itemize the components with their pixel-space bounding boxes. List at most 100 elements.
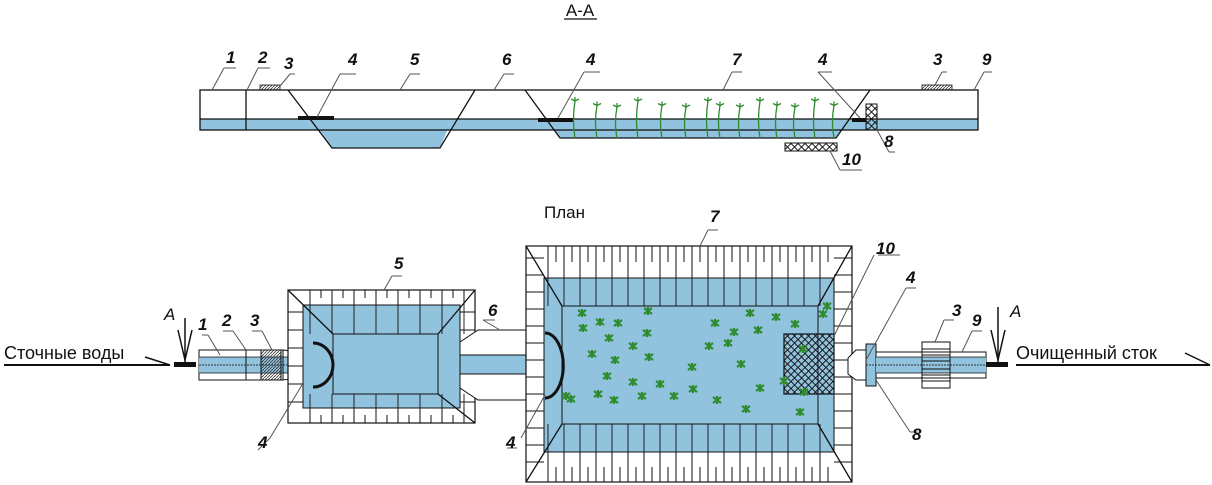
plan-label-2: 2 xyxy=(221,311,232,330)
filter-8 xyxy=(865,103,878,131)
plant-icon xyxy=(755,384,765,392)
plant-icon xyxy=(628,342,638,350)
outflow-label: Очищенный сток xyxy=(1016,343,1157,363)
plan-label-8: 8 xyxy=(912,425,922,444)
plant-leaves xyxy=(715,101,725,107)
plan-label-4c: 4 xyxy=(905,268,916,287)
item-3-right xyxy=(921,84,953,91)
sill-ring-4-b xyxy=(544,331,565,400)
label-4: 4 xyxy=(347,50,358,69)
section-mark-right xyxy=(986,362,1008,367)
plant-icon xyxy=(610,356,620,364)
inlet-item-3 xyxy=(260,349,282,381)
plant-leaves xyxy=(592,101,602,107)
plant-leaves xyxy=(829,101,839,107)
sill-4-b xyxy=(538,118,574,122)
plant-icon xyxy=(604,334,614,342)
plant-icon xyxy=(577,309,587,317)
sill-4-a xyxy=(298,116,334,120)
plan-label-10: 10 xyxy=(876,239,895,258)
plant-leaves xyxy=(772,101,782,107)
pond-7-water xyxy=(548,119,848,138)
plant-stem xyxy=(572,100,576,139)
plant-leaves xyxy=(755,97,765,102)
plan-label-9: 9 xyxy=(972,311,982,330)
pond-7-profile xyxy=(524,89,871,139)
section-plants xyxy=(570,97,839,139)
plant-icon xyxy=(561,392,571,400)
plant-leaves xyxy=(633,97,643,102)
filter-10 xyxy=(784,142,838,152)
plant-icon xyxy=(587,350,597,358)
plant-icon xyxy=(578,324,588,332)
plant-icon xyxy=(753,326,763,334)
plant-leaves xyxy=(810,97,820,102)
plant-leaves xyxy=(612,103,622,108)
plant-icon xyxy=(613,319,623,327)
plant-icon xyxy=(818,310,828,318)
plant-icon xyxy=(704,342,714,350)
label-3: 3 xyxy=(284,54,294,73)
plant-leaves xyxy=(681,103,691,108)
label-10: 10 xyxy=(842,150,861,169)
label-4b: 4 xyxy=(585,50,596,69)
label-1: 1 xyxy=(226,48,235,67)
plant-icon xyxy=(795,408,805,416)
plant-icon xyxy=(771,313,781,321)
plant-leaves xyxy=(735,103,745,108)
label-5: 5 xyxy=(410,50,420,69)
plan-title: План xyxy=(544,203,585,222)
outflow-tick xyxy=(1184,352,1211,366)
label-2: 2 xyxy=(257,48,268,67)
plant-stem xyxy=(831,105,835,139)
plant-icon xyxy=(644,353,654,361)
label-7: 7 xyxy=(732,50,743,69)
plant-stem xyxy=(594,105,598,139)
plant-stem xyxy=(705,100,709,139)
arrow-right-head-icon xyxy=(990,329,1006,361)
plant-icon xyxy=(628,378,638,386)
inflow-label: Сточные воды xyxy=(4,343,124,363)
outlet-item-3 xyxy=(921,341,951,389)
plant-icon xyxy=(729,328,739,336)
plant-icon xyxy=(799,388,809,396)
plan-label-3b: 3 xyxy=(952,301,962,320)
plant-stem xyxy=(635,100,639,139)
plant-icon xyxy=(595,318,605,326)
plant-icon xyxy=(736,360,746,368)
plant-icon xyxy=(688,385,698,393)
plant-icon xyxy=(723,339,733,347)
plant-stem xyxy=(737,106,741,139)
plan-label-7: 7 xyxy=(710,207,721,226)
section-labels: 1 2 3 4 5 6 4 7 4 3 9 8 10 xyxy=(211,48,992,171)
plant-stem xyxy=(683,106,687,139)
plan-view: План Сточные воды А xyxy=(4,203,1211,483)
plant-icon xyxy=(710,319,720,327)
label-3b: 3 xyxy=(933,50,943,69)
plant-stem xyxy=(717,105,721,139)
plant-stem xyxy=(792,106,796,139)
label-6: 6 xyxy=(502,50,512,69)
plant-stem xyxy=(757,100,761,139)
inflow-tick xyxy=(144,356,171,366)
plant-stem xyxy=(659,105,663,139)
label-8: 8 xyxy=(884,132,894,151)
plant-icon xyxy=(798,345,808,353)
plan-labels: 1 2 3 4 5 6 4 7 10 4 3 9 8 xyxy=(198,207,982,452)
section-mark-a-right: А xyxy=(1009,302,1021,321)
sill-ring-4-a xyxy=(312,341,335,389)
section-title: А-А xyxy=(566,1,595,20)
plant-icon xyxy=(643,307,653,315)
pond-5-water xyxy=(312,119,452,148)
plant-stem xyxy=(812,100,816,139)
plan-label-5: 5 xyxy=(394,254,404,273)
label-9: 9 xyxy=(982,50,992,69)
plant-icon xyxy=(669,392,679,400)
plant-icon xyxy=(602,372,612,380)
plant-stem xyxy=(614,106,618,139)
plant-leaves xyxy=(790,103,800,108)
plan-label-1: 1 xyxy=(198,315,207,334)
plan-label-6: 6 xyxy=(488,301,498,320)
item-3-left xyxy=(259,84,281,91)
